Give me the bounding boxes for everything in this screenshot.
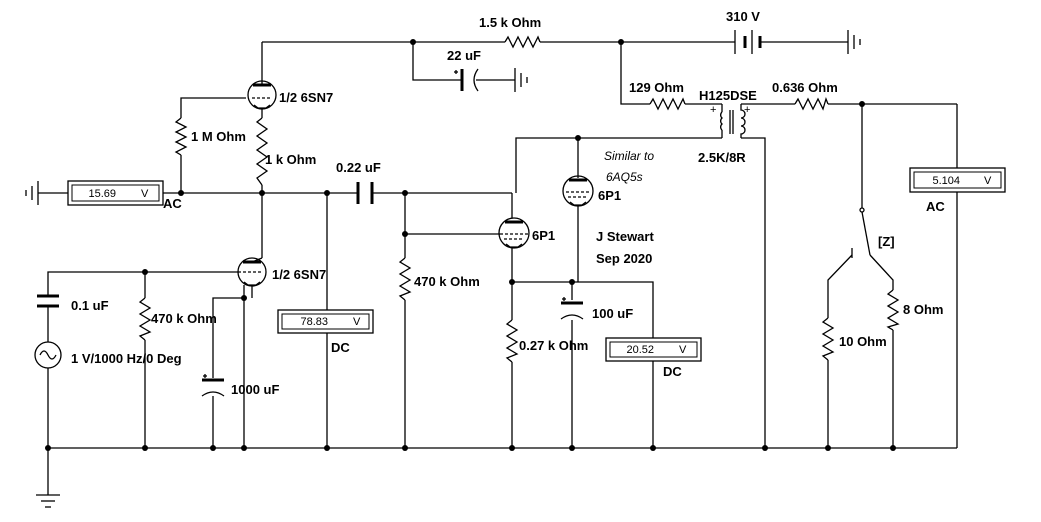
label-r-1k5: 1.5 k Ohm — [479, 15, 541, 30]
resistor-470k-mid — [398, 257, 412, 301]
resistor-1k5 — [504, 35, 541, 49]
resistor-129 — [649, 97, 686, 111]
meter-input-value: 15.69 — [88, 188, 116, 200]
meter-cathode-unit: V — [353, 316, 361, 328]
label-tube-6p1-upper: 6P1 — [598, 188, 621, 203]
junction-dots — [45, 39, 896, 451]
wires — [38, 41, 958, 495]
meter-input-unit: V — [141, 188, 149, 200]
label-c-022u: 0.22 uF — [336, 160, 381, 175]
label-r-1k: 1 k Ohm — [265, 152, 316, 167]
tube-6p1-lower — [498, 217, 530, 249]
label-c-100u: 100 uF — [592, 306, 633, 321]
meter-bias-value: 20.52 — [626, 344, 654, 356]
tube-6sn7-lower — [237, 257, 267, 287]
label-r-8: 8 Ohm — [903, 302, 943, 317]
capacitor-01u — [37, 294, 59, 316]
label-meter-bias-mode: DC — [663, 364, 682, 379]
meter-cathode-value: 78.83 — [300, 316, 328, 328]
resistor-0636 — [794, 97, 829, 111]
resistor-470k-left — [138, 297, 152, 341]
label-r-10: 10 Ohm — [839, 334, 887, 349]
battery-310v — [734, 30, 762, 54]
ground-22u — [514, 68, 528, 92]
label-xfmr-ratio: 2.5K/8R — [698, 150, 746, 165]
label-date: Sep 2020 — [596, 251, 652, 266]
label-r-470k-left: 470 k Ohm — [151, 311, 217, 326]
label-xfmr-name: H125DSE — [699, 88, 757, 103]
label-r-0636: 0.636 Ohm — [772, 80, 838, 95]
resistor-027k — [505, 319, 519, 363]
meter-bias: 20.52 V — [605, 337, 702, 362]
capacitor-22u — [454, 68, 479, 92]
label-meter-output-mode: AC — [926, 199, 945, 214]
label-tube-top: 1/2 6SN7 — [279, 90, 333, 105]
label-meter-cathode-mode: DC — [331, 340, 350, 355]
label-tube-bottom: 1/2 6SN7 — [272, 267, 326, 282]
label-source: 1 V/1000 Hz/0 Deg — [71, 351, 182, 366]
transformer-h125dse: + + — [710, 104, 750, 138]
capacitor-100u — [560, 297, 584, 320]
label-r-129: 129 Ohm — [629, 80, 684, 95]
meter-bias-unit: V — [679, 344, 687, 356]
svg-text:+: + — [744, 104, 750, 116]
meter-cathode: 78.83 V — [277, 309, 374, 334]
meter-output: 5.104 V — [909, 167, 1006, 193]
ground-left — [25, 181, 39, 205]
resistor-1k — [255, 117, 269, 186]
label-v-310: 310 V — [726, 9, 760, 24]
ac-source — [34, 341, 62, 369]
label-c-1000u: 1000 uF — [231, 382, 279, 397]
label-r-470k-mid: 470 k Ohm — [414, 274, 480, 289]
label-switch-key: [Z] — [878, 234, 895, 249]
switch-z — [851, 207, 871, 258]
labels: 1.5 k Ohm 310 V 22 uF 1/2 6SN7 1 M Ohm 1… — [71, 9, 945, 397]
capacitor-1000u — [201, 374, 225, 397]
label-tube-6p1-lower: 6P1 — [532, 228, 555, 243]
label-c-01u: 0.1 uF — [71, 298, 109, 313]
label-meter-input-mode: AC — [163, 196, 182, 211]
meter-output-unit: V — [984, 175, 992, 187]
ground-bottom — [36, 494, 60, 508]
label-c-22u: 22 uF — [447, 48, 481, 63]
label-note-line2: 6AQ5s — [606, 170, 643, 184]
label-r-1meg: 1 M Ohm — [191, 129, 246, 144]
resistor-1meg — [174, 117, 188, 156]
meter-output-value: 5.104 — [932, 175, 960, 187]
tube-6sn7-upper — [247, 80, 277, 110]
tube-6p1-upper — [562, 175, 594, 207]
capacitor-022u — [356, 182, 374, 204]
ground-right-top — [847, 30, 861, 54]
label-author: J Stewart — [596, 229, 654, 244]
resistor-8 — [886, 289, 900, 331]
resistor-10 — [821, 317, 835, 361]
svg-text:+: + — [710, 104, 716, 116]
label-r-027k: 0.27 k Ohm — [519, 338, 588, 353]
meter-input: 15.69 V — [67, 180, 164, 206]
label-note-line1: Similar to — [604, 149, 654, 163]
